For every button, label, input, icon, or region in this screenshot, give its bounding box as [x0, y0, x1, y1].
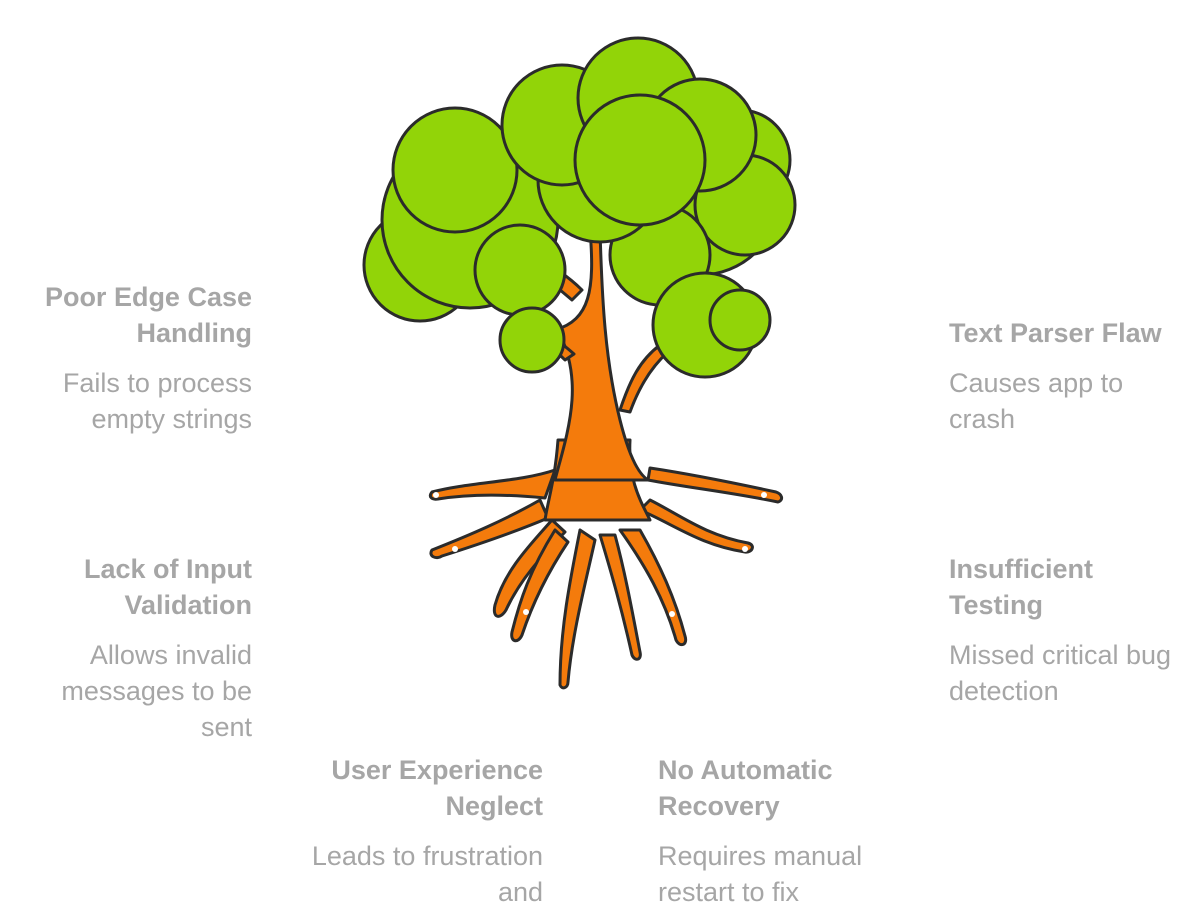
cause-title: User Experience Neglect	[331, 755, 543, 821]
cause-parser-flaw: Text Parser Flaw Causes app to crash	[949, 315, 1189, 437]
cause-title: Lack of Input Validation	[84, 554, 252, 620]
cause-description: Requires manual restart to fix	[658, 841, 863, 907]
cause-title: Poor Edge Case Handling	[44, 282, 252, 348]
cause-input-validation: Lack of Input Validation Allows invalid …	[20, 551, 252, 745]
cause-edge-case: Poor Edge Case Handling Fails to process…	[20, 279, 252, 437]
cause-description: Missed critical bug detection	[949, 640, 1172, 706]
cause-description: Fails to process empty strings	[62, 368, 252, 434]
cause-ux-neglect: User Experience Neglect Leads to frustra…	[300, 752, 543, 910]
tree-foliage	[362, 36, 797, 379]
cause-title: Insufficient Testing	[949, 554, 1094, 620]
cause-description: Leads to frustration and	[311, 841, 543, 907]
cause-title: No Automatic Recovery	[658, 755, 833, 821]
cause-description: Causes app to crash	[949, 368, 1124, 434]
cause-testing: Insufficient Testing Missed critical bug…	[949, 551, 1189, 709]
cause-title: Text Parser Flaw	[949, 318, 1162, 348]
cause-description: Allows invalid messages to be sent	[61, 640, 252, 742]
cause-auto-recovery: No Automatic Recovery Requires manual re…	[658, 752, 918, 910]
